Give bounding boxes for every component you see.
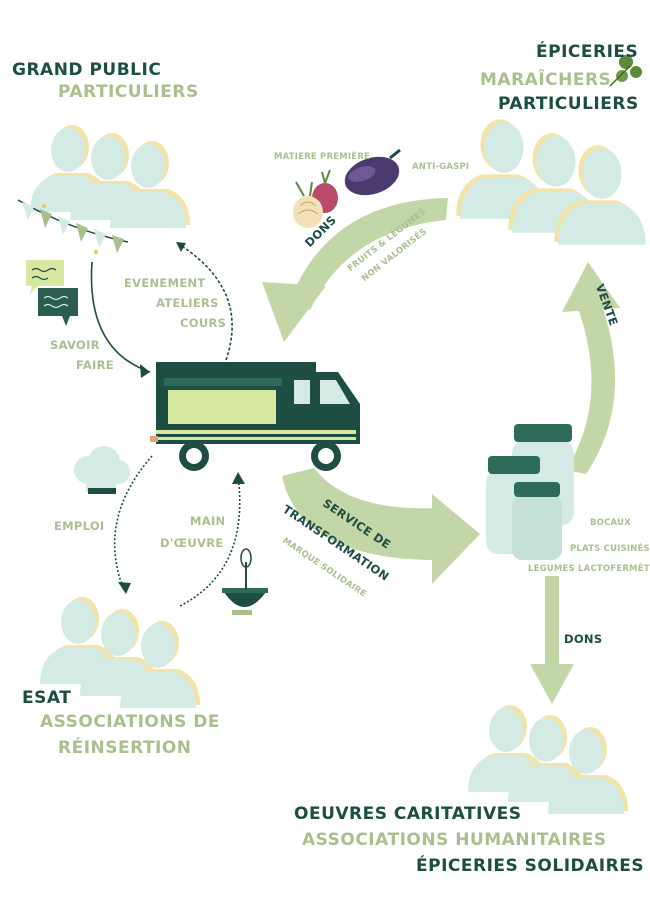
particuliers-vendors-label: PARTICULIERS [498, 94, 639, 114]
mixing-bowl-icon [222, 548, 268, 615]
maraichers-label: MARAÎCHERS [480, 70, 612, 90]
jars-icon [486, 424, 574, 560]
legumes-lactofermetes-label: LEGUMES LACTOFERMÉTÉS [528, 564, 650, 574]
particuliers-label: PARTICULIERS [58, 82, 199, 102]
emploi-label: EMPLOI [54, 519, 105, 533]
people-icon-vendors [456, 119, 646, 245]
food-truck-icon [150, 362, 360, 471]
anti-gaspi-label: ANTI-GASPI [412, 162, 470, 172]
speech-bubbles-icon [26, 260, 78, 326]
grand-public-title: GRAND PUBLIC [12, 60, 162, 80]
esat-title: ESAT [22, 688, 72, 708]
bunting-icon [17, 199, 129, 254]
main-label: MAIN [190, 514, 226, 528]
dons-bottom-arrow [530, 576, 574, 704]
reinsertion-label: RÉINSERTION [58, 738, 192, 758]
epiceries-title: ÉPICERIES [536, 42, 639, 62]
herb-icon [609, 55, 642, 87]
people-icon-grand-public [30, 125, 190, 228]
transformation-arrow [282, 468, 480, 584]
bocaux-label: BOCAUX [590, 518, 631, 528]
associations-reinsertion-label: ASSOCIATIONS DE [40, 712, 220, 732]
plats-cuisines-label: PLATS CUISINÉS [570, 544, 650, 554]
left-flow-arrows [90, 242, 245, 607]
vegetables-icon [293, 148, 401, 228]
faire-label: FAIRE [76, 358, 114, 372]
epiceries-solidaires-label: ÉPICERIES SOLIDAIRES [416, 856, 645, 876]
ateliers-label: ATELIERS [156, 296, 219, 310]
evenement-label: EVENEMENT [124, 276, 206, 290]
main-oeuvre-label: D'ŒUVRE [160, 536, 224, 550]
savoir-label: SAVOIR [50, 338, 100, 352]
dons-top-arrow [262, 198, 448, 342]
chef-hat-icon [74, 446, 130, 494]
cours-label: COURS [180, 316, 227, 330]
vente-arrow [562, 262, 620, 474]
associations-humanitaires-label: ASSOCIATIONS HUMANITAIRES [302, 830, 607, 850]
dons-bottom-label: DONS [564, 632, 603, 646]
oeuvres-caritatives-title: OEUVRES CARITATIVES [294, 804, 522, 824]
matiere-premiere-label: MATIERE PREMIÈRE [274, 152, 371, 162]
people-icon-charities [468, 705, 628, 814]
